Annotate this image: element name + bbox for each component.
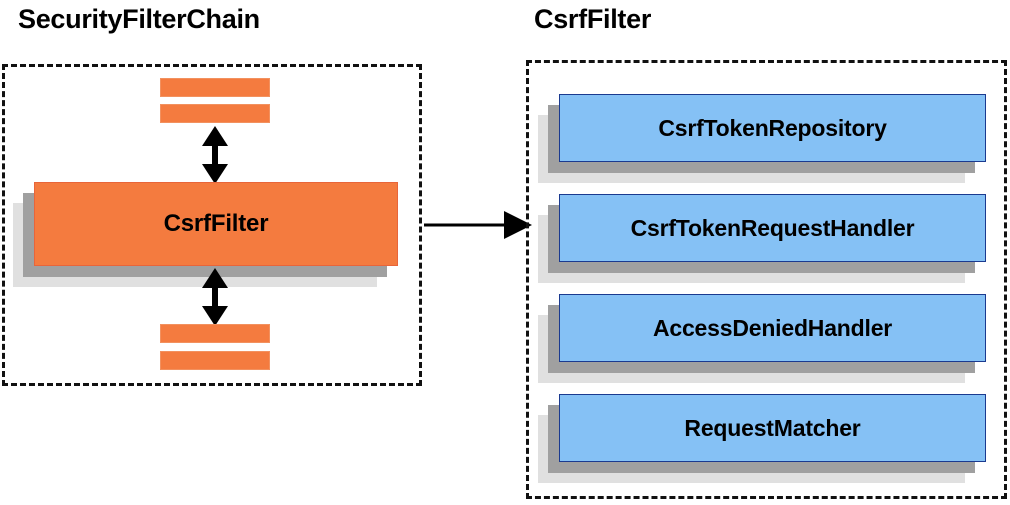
node-request-matcher[interactable]: RequestMatcher [538, 394, 986, 483]
expands-into-arrow-icon [424, 211, 532, 239]
node-csrf-token-request-handler-label: CsrfTokenRequestHandler [559, 194, 986, 262]
node-access-denied-handler[interactable]: AccessDeniedHandler [538, 294, 986, 383]
filter-bar-above-outer [160, 78, 270, 97]
node-request-matcher-label: RequestMatcher [559, 394, 986, 462]
node-csrf-token-repository-label: CsrfTokenRepository [559, 94, 986, 162]
page-title-csrf-filter: CsrfFilter [534, 4, 652, 34]
arrow-down-double-headed [202, 268, 228, 326]
node-access-denied-handler-label: AccessDeniedHandler [559, 294, 986, 362]
filter-bar-below-outer [160, 351, 270, 370]
filter-bar-below-inner [160, 324, 270, 343]
node-csrf-token-request-handler[interactable]: CsrfTokenRequestHandler [538, 194, 986, 283]
csrf-filter-group-box [526, 60, 1007, 499]
filter-bar-above-inner [160, 104, 270, 123]
arrow-up-double-headed [202, 126, 228, 184]
security-filter-chain-group-box [2, 64, 422, 386]
page-title-security-filter-chain: SecurityFilterChain [18, 4, 260, 34]
node-csrf-token-repository[interactable]: CsrfTokenRepository [538, 94, 986, 183]
node-csrf-filter-label: CsrfFilter [34, 182, 398, 266]
node-csrf-filter-in-chain[interactable]: CsrfFilter [13, 182, 398, 287]
